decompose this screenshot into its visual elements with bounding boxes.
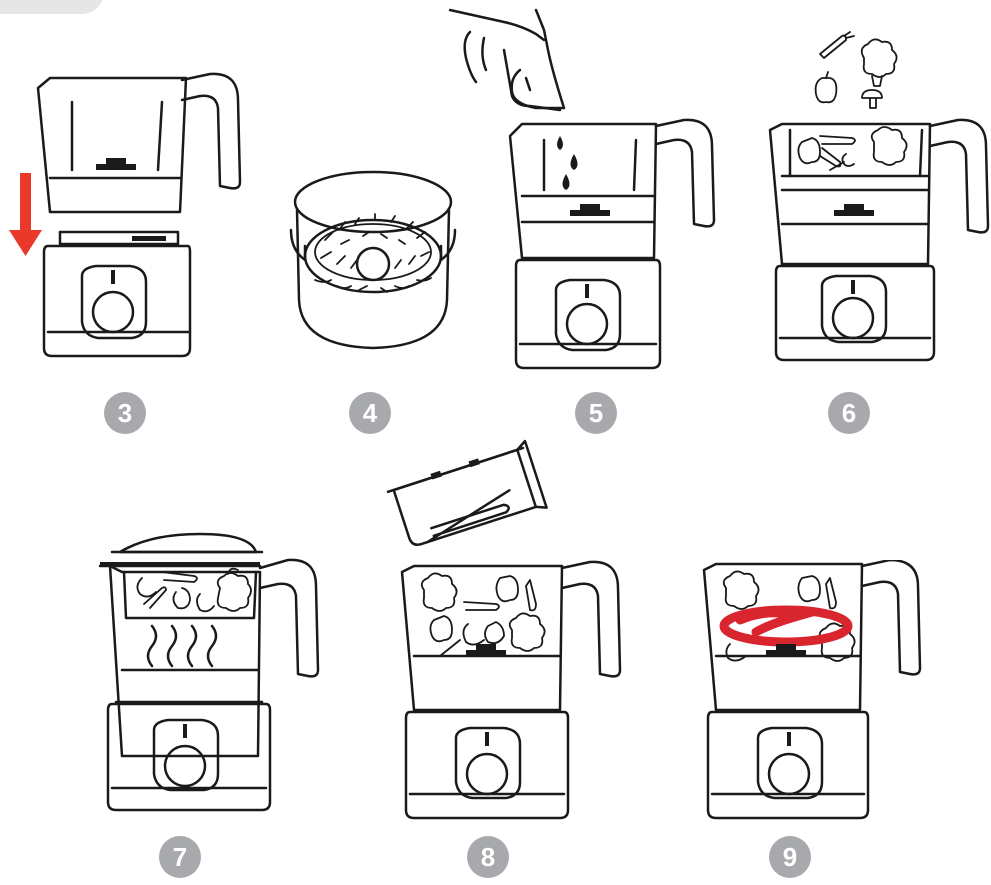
step-7-illustration: 7 (90, 530, 340, 880)
falling-vegetables-icon (816, 32, 897, 108)
down-arrow-icon (9, 173, 42, 256)
corner-tab (0, 0, 104, 14)
step-4-badge: 4 (349, 392, 391, 434)
hand-pouring-icon (450, 10, 564, 110)
lifted-basket-icon (386, 441, 546, 553)
step-6-badge: 6 (828, 392, 870, 434)
step-7-badge: 7 (159, 836, 201, 878)
step-9-illustration: 9 (690, 560, 940, 885)
step-5-illustration: 5 (440, 0, 740, 390)
step-9-badge: 9 (769, 836, 811, 878)
step-3-badge: 3 (104, 392, 146, 434)
step-6-illustration: 6 (750, 30, 991, 390)
blend-swirl-icon (724, 610, 848, 642)
steam-icon (148, 626, 216, 666)
steam-basket-icon (285, 160, 465, 360)
step-5-badge: 5 (575, 392, 617, 434)
step-8-badge: 8 (467, 836, 509, 878)
water-drops-icon (557, 136, 578, 190)
step-3-illustration: 3 (0, 60, 250, 390)
step-8-illustration: 8 (380, 430, 650, 885)
step-4-illustration: 4 (285, 160, 465, 360)
